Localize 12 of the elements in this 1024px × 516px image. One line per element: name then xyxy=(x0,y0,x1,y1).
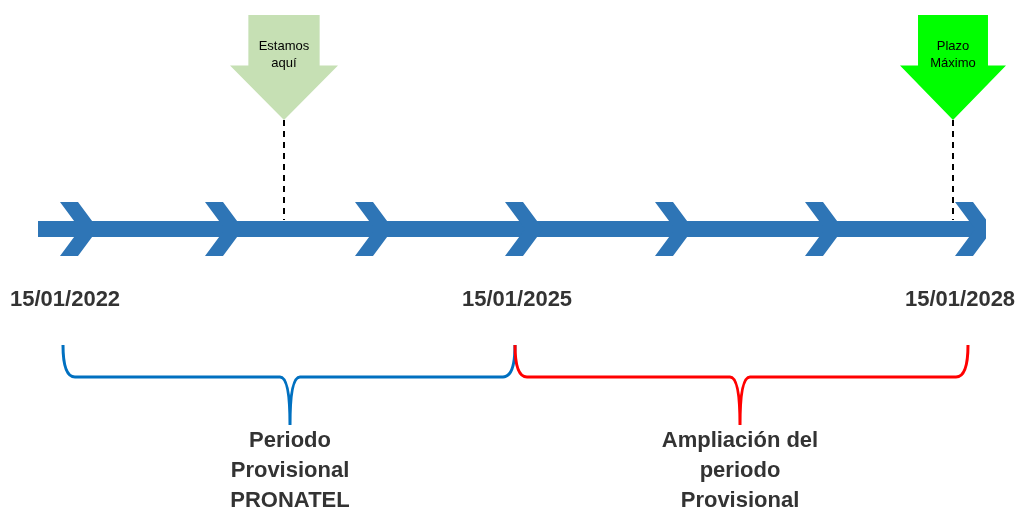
leader-line xyxy=(952,119,954,221)
date-label: 15/01/2022 xyxy=(10,286,121,312)
callout-text: Estamos aquí xyxy=(257,37,311,71)
down-arrow-callout xyxy=(900,15,1006,120)
period-label: Ampliación del periodo Provisional xyxy=(660,426,820,514)
timeline-arrow-bar xyxy=(38,200,986,258)
period-label: Periodo Provisional PRONATEL xyxy=(229,426,351,514)
date-label: 15/01/2028 xyxy=(905,286,1016,312)
callout-text: Plazo Máximo xyxy=(929,37,977,71)
leader-line xyxy=(283,119,285,221)
date-label: 15/01/2025 xyxy=(462,286,573,312)
down-arrow-callout xyxy=(230,15,338,120)
